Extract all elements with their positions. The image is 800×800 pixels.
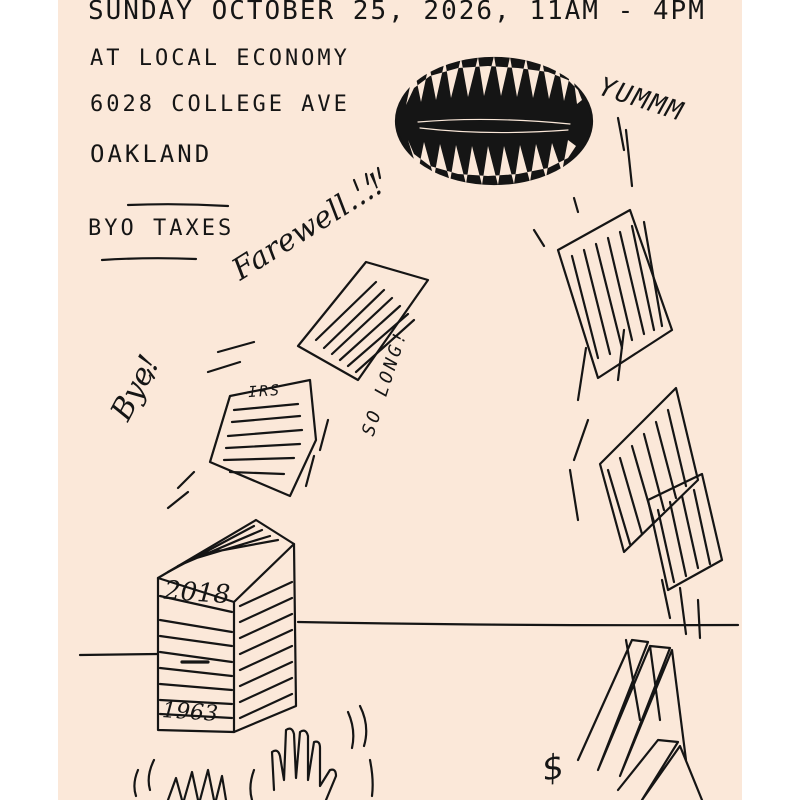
paper-right-1 <box>556 208 674 380</box>
event-date: SUNDAY OCTOBER 25, 2026, 11AM - 4PM <box>88 0 706 26</box>
paper-flying-1 <box>296 260 430 382</box>
motion-lines-left <box>146 340 330 510</box>
hand-icon-middle <box>249 704 374 800</box>
paper-right-3 <box>646 472 724 592</box>
mouth-icon <box>394 56 594 186</box>
event-venue: AT LOCAL ECONOMY <box>90 46 350 71</box>
byo-overline <box>126 203 230 208</box>
paper-right-2 <box>598 386 700 554</box>
falling-strokes <box>660 578 702 640</box>
ink-illustration <box>78 56 740 800</box>
event-address: 6028 COLLEGE AVE <box>90 92 350 117</box>
paper-irs <box>208 378 318 498</box>
exclaim-marks <box>352 166 382 192</box>
event-city: OAKLAND <box>90 140 213 168</box>
hand-icon-left <box>133 758 228 800</box>
file-box <box>156 518 298 734</box>
byo-underline <box>100 257 198 262</box>
motion-lines <box>532 116 634 522</box>
irs-label: IRS <box>247 380 282 402</box>
paper-pile-right <box>576 638 704 800</box>
box-year-bottom: 1963 <box>161 698 219 727</box>
poster: SUNDAY OCTOBER 25, 2026, 11AM - 4PM AT L… <box>58 0 742 800</box>
horizon-line <box>78 620 740 657</box>
byo-label: BYO TAXES <box>88 216 235 241</box>
box-year-top: 2018 <box>163 575 232 611</box>
